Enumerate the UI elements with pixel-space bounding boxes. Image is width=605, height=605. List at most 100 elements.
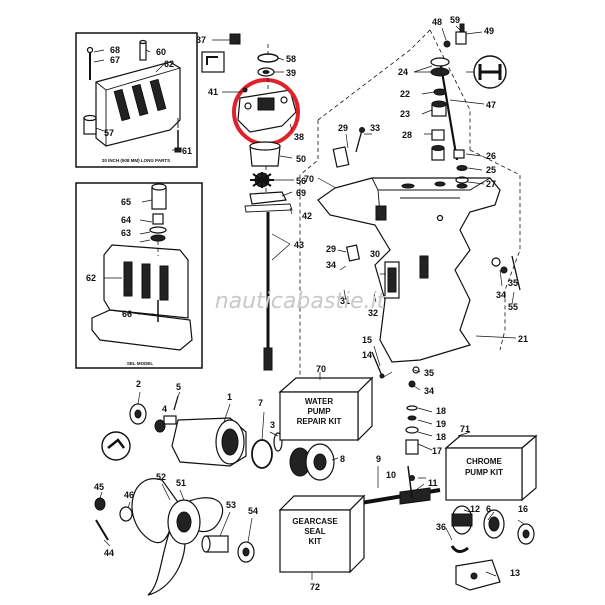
part-label-14: 14 [362, 350, 372, 360]
part-label-51: 51 [176, 478, 186, 488]
part-label-52: 52 [156, 472, 166, 482]
inset-long-parts [75, 32, 198, 168]
gearcase-housing [299, 29, 521, 380]
part-label-63: 63 [121, 228, 131, 238]
part-label-29: 29 [326, 244, 336, 254]
part-label-30: 30 [370, 249, 380, 259]
seal-kit-line2: SEAL [304, 527, 325, 536]
part-label-53: 53 [226, 500, 236, 510]
part-label-62: 62 [86, 273, 96, 283]
part-label-72: 72 [310, 582, 320, 592]
part-label-37: 37 [196, 35, 206, 45]
water-pump-kit-line1: WATER [305, 397, 334, 406]
part-label-71: 71 [460, 424, 470, 434]
part-label-66: 66 [122, 309, 132, 319]
part-label-34: 34 [424, 386, 434, 396]
part-label-64: 64 [121, 215, 131, 225]
part-label-42: 42 [302, 211, 312, 221]
part-label-58: 58 [286, 54, 296, 64]
part-label-44: 44 [104, 548, 114, 558]
inset-sel-model [75, 182, 203, 369]
part-label-21: 21 [518, 334, 528, 344]
part-label-13: 13 [510, 568, 520, 578]
part-label-28: 28 [402, 130, 412, 140]
part-label-59: 59 [450, 15, 460, 25]
lower-parts [94, 351, 535, 596]
part-label-4: 4 [162, 404, 167, 414]
water-pump-kit-line2: PUMP [307, 407, 331, 416]
part-label-70-top: 70 [304, 174, 314, 184]
part-label-8: 8 [340, 454, 345, 464]
part-label-69: 69 [296, 188, 306, 198]
chrome-pump-kit-box: CHROME PUMP KIT [444, 434, 538, 502]
part-label-26: 26 [486, 151, 496, 161]
part-label-6: 6 [486, 504, 491, 514]
part-label-29-top: 29 [338, 123, 348, 133]
inset-top-caption: 20 INCH (508 MM) LONG PARTS [102, 158, 170, 163]
part-label-68: 68 [110, 45, 120, 55]
part-label-49: 49 [484, 26, 494, 36]
part-label-16: 16 [518, 504, 528, 514]
part-label-32: 32 [368, 308, 378, 318]
part-label-38: 38 [294, 132, 304, 142]
part-label-55: 55 [508, 302, 518, 312]
part-label-27: 27 [486, 179, 496, 189]
part-label-33: 33 [370, 123, 380, 133]
part-label-2: 2 [136, 379, 141, 389]
part-label-41: 41 [208, 87, 218, 97]
part-label-43: 43 [294, 240, 304, 250]
part-label-19: 19 [436, 419, 446, 429]
part-label-47: 47 [486, 100, 496, 110]
part-label-70: 70 [316, 364, 326, 374]
part-label-25: 25 [486, 165, 496, 175]
part-label-23: 23 [400, 109, 410, 119]
part-label-24: 24 [398, 67, 408, 77]
part-label-60: 60 [156, 47, 166, 57]
part-label-15: 15 [362, 335, 372, 345]
part-label-50: 50 [296, 154, 306, 164]
part-label-46: 46 [124, 490, 134, 500]
part-label-18b: 18 [436, 432, 446, 442]
part-number-labels: 68 67 60 62 57 61 20 INCH (508 MM) LONG … [86, 15, 528, 592]
watermark-text: nauticabastie.it [215, 289, 387, 314]
seal-kit-line3: KIT [309, 537, 322, 546]
chrome-pump-kit-line2: PUMP KIT [465, 468, 503, 477]
part-label-5: 5 [176, 382, 181, 392]
part-label-3: 3 [270, 420, 275, 430]
seal-kit-line1: GEARCASE [292, 517, 338, 526]
part-label-45: 45 [94, 482, 104, 492]
part-label-34-right: 34 [496, 290, 506, 300]
part-label-57: 57 [104, 128, 114, 138]
part-label-1: 1 [227, 392, 232, 402]
part-label-61: 61 [182, 146, 192, 156]
part-label-7: 7 [258, 398, 263, 408]
chrome-pump-kit-line1: CHROME [466, 457, 502, 466]
leader-lines [93, 25, 525, 580]
part-label-62-top: 62 [164, 59, 174, 69]
part-label-18a: 18 [436, 406, 446, 416]
part-label-17: 17 [432, 446, 442, 456]
part-label-36: 36 [436, 522, 446, 532]
part-label-54: 54 [248, 506, 258, 516]
part-label-39: 39 [286, 68, 296, 78]
part-label-31: 31 [340, 296, 350, 306]
part-label-67: 67 [110, 55, 120, 65]
inset-bottom-caption: SEL MODEL [127, 361, 153, 366]
water-pump-repair-kit-box: WATER PUMP REPAIR KIT [278, 376, 374, 442]
part-label-65: 65 [121, 197, 131, 207]
part-label-35-right: 35 [508, 278, 518, 288]
part-label-35: 35 [424, 368, 434, 378]
water-pump-stack [201, 33, 293, 371]
part-label-9: 9 [376, 454, 381, 464]
part-label-22: 22 [400, 89, 410, 99]
part-label-56: 56 [296, 176, 306, 186]
water-pump-kit-line3: REPAIR KIT [297, 417, 342, 426]
right-top-parts [355, 23, 521, 291]
part-label-34-left: 34 [326, 260, 336, 270]
part-label-11: 11 [428, 478, 438, 488]
part-label-10: 10 [386, 470, 396, 480]
part-label-48: 48 [432, 17, 442, 27]
gearcase-seal-kit-box: GEARCASE SEAL KIT [278, 494, 366, 574]
part-label-12: 12 [470, 504, 480, 514]
